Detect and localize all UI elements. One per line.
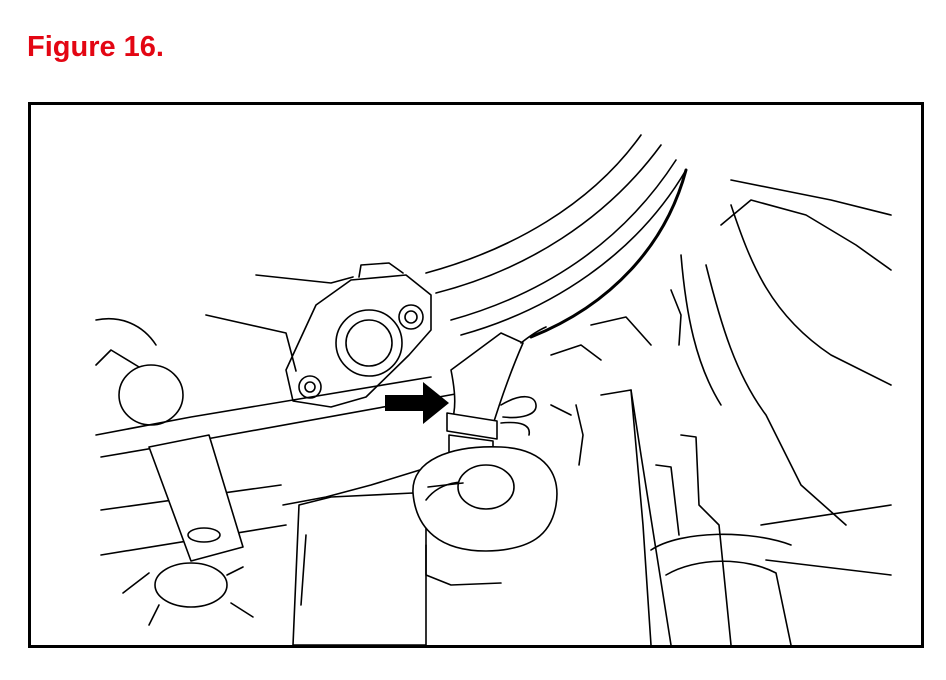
figure-title: Figure 16.	[27, 31, 164, 63]
illustration-frame	[28, 102, 924, 648]
reservoir-tank	[292, 446, 558, 645]
left-components	[95, 318, 462, 626]
right-components	[550, 179, 892, 645]
flange-bracket	[205, 262, 432, 408]
engine-bay-line-drawing	[95, 134, 892, 645]
arrow-right-icon	[385, 382, 449, 424]
upper-hose	[425, 134, 688, 339]
